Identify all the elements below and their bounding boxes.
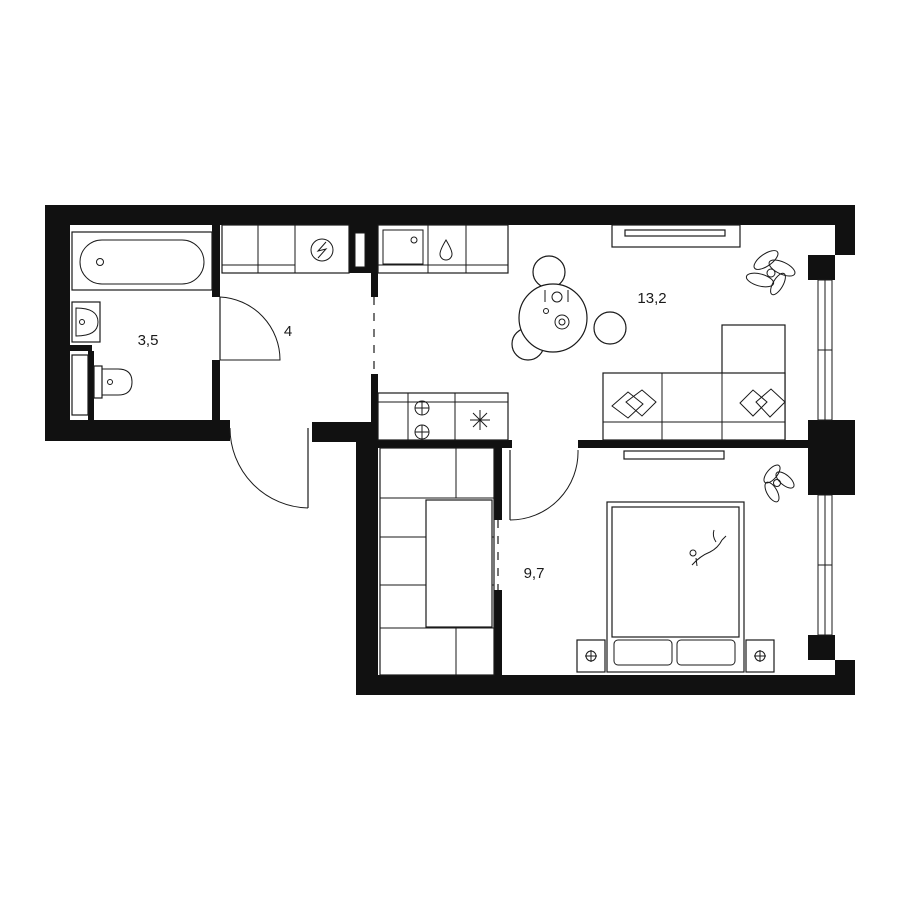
nightstand-right (745, 639, 775, 673)
snowflake-icon (470, 410, 490, 430)
kitchen-counter-bottom (377, 392, 509, 441)
desk (425, 499, 493, 628)
area-kitchen-living: 13,2 (637, 290, 666, 307)
washing-machine-icon (310, 238, 334, 262)
door-bedroom (509, 449, 579, 521)
window-kitchen (817, 279, 833, 421)
door-bathroom (219, 296, 281, 361)
area-hallway: 4 (284, 323, 292, 340)
cooktop-icon (407, 393, 430, 440)
washbasin (71, 301, 101, 343)
cat-icon (689, 529, 727, 567)
window-bedroom (817, 494, 833, 636)
plant-bedroom-icon (763, 464, 795, 503)
tv-bedroom (623, 450, 725, 460)
shelf (71, 354, 89, 416)
area-bedroom: 9,7 (524, 565, 545, 582)
door-entrance (229, 427, 309, 509)
hall-cabinets (221, 224, 350, 274)
bathtub (71, 231, 213, 291)
kitchen-counter-top (377, 224, 509, 274)
area-bathroom: 3,5 (138, 332, 159, 349)
plant-kitchen-icon (745, 250, 796, 296)
walls (45, 205, 855, 695)
double-bed (606, 501, 745, 673)
water-drop-icon (439, 239, 453, 261)
kitchen-sink (382, 229, 424, 265)
toilet (93, 365, 133, 399)
dining-set (511, 255, 627, 361)
tv-kitchen (611, 224, 741, 248)
nightstand-left (576, 639, 606, 673)
corner-sofa (602, 324, 786, 441)
